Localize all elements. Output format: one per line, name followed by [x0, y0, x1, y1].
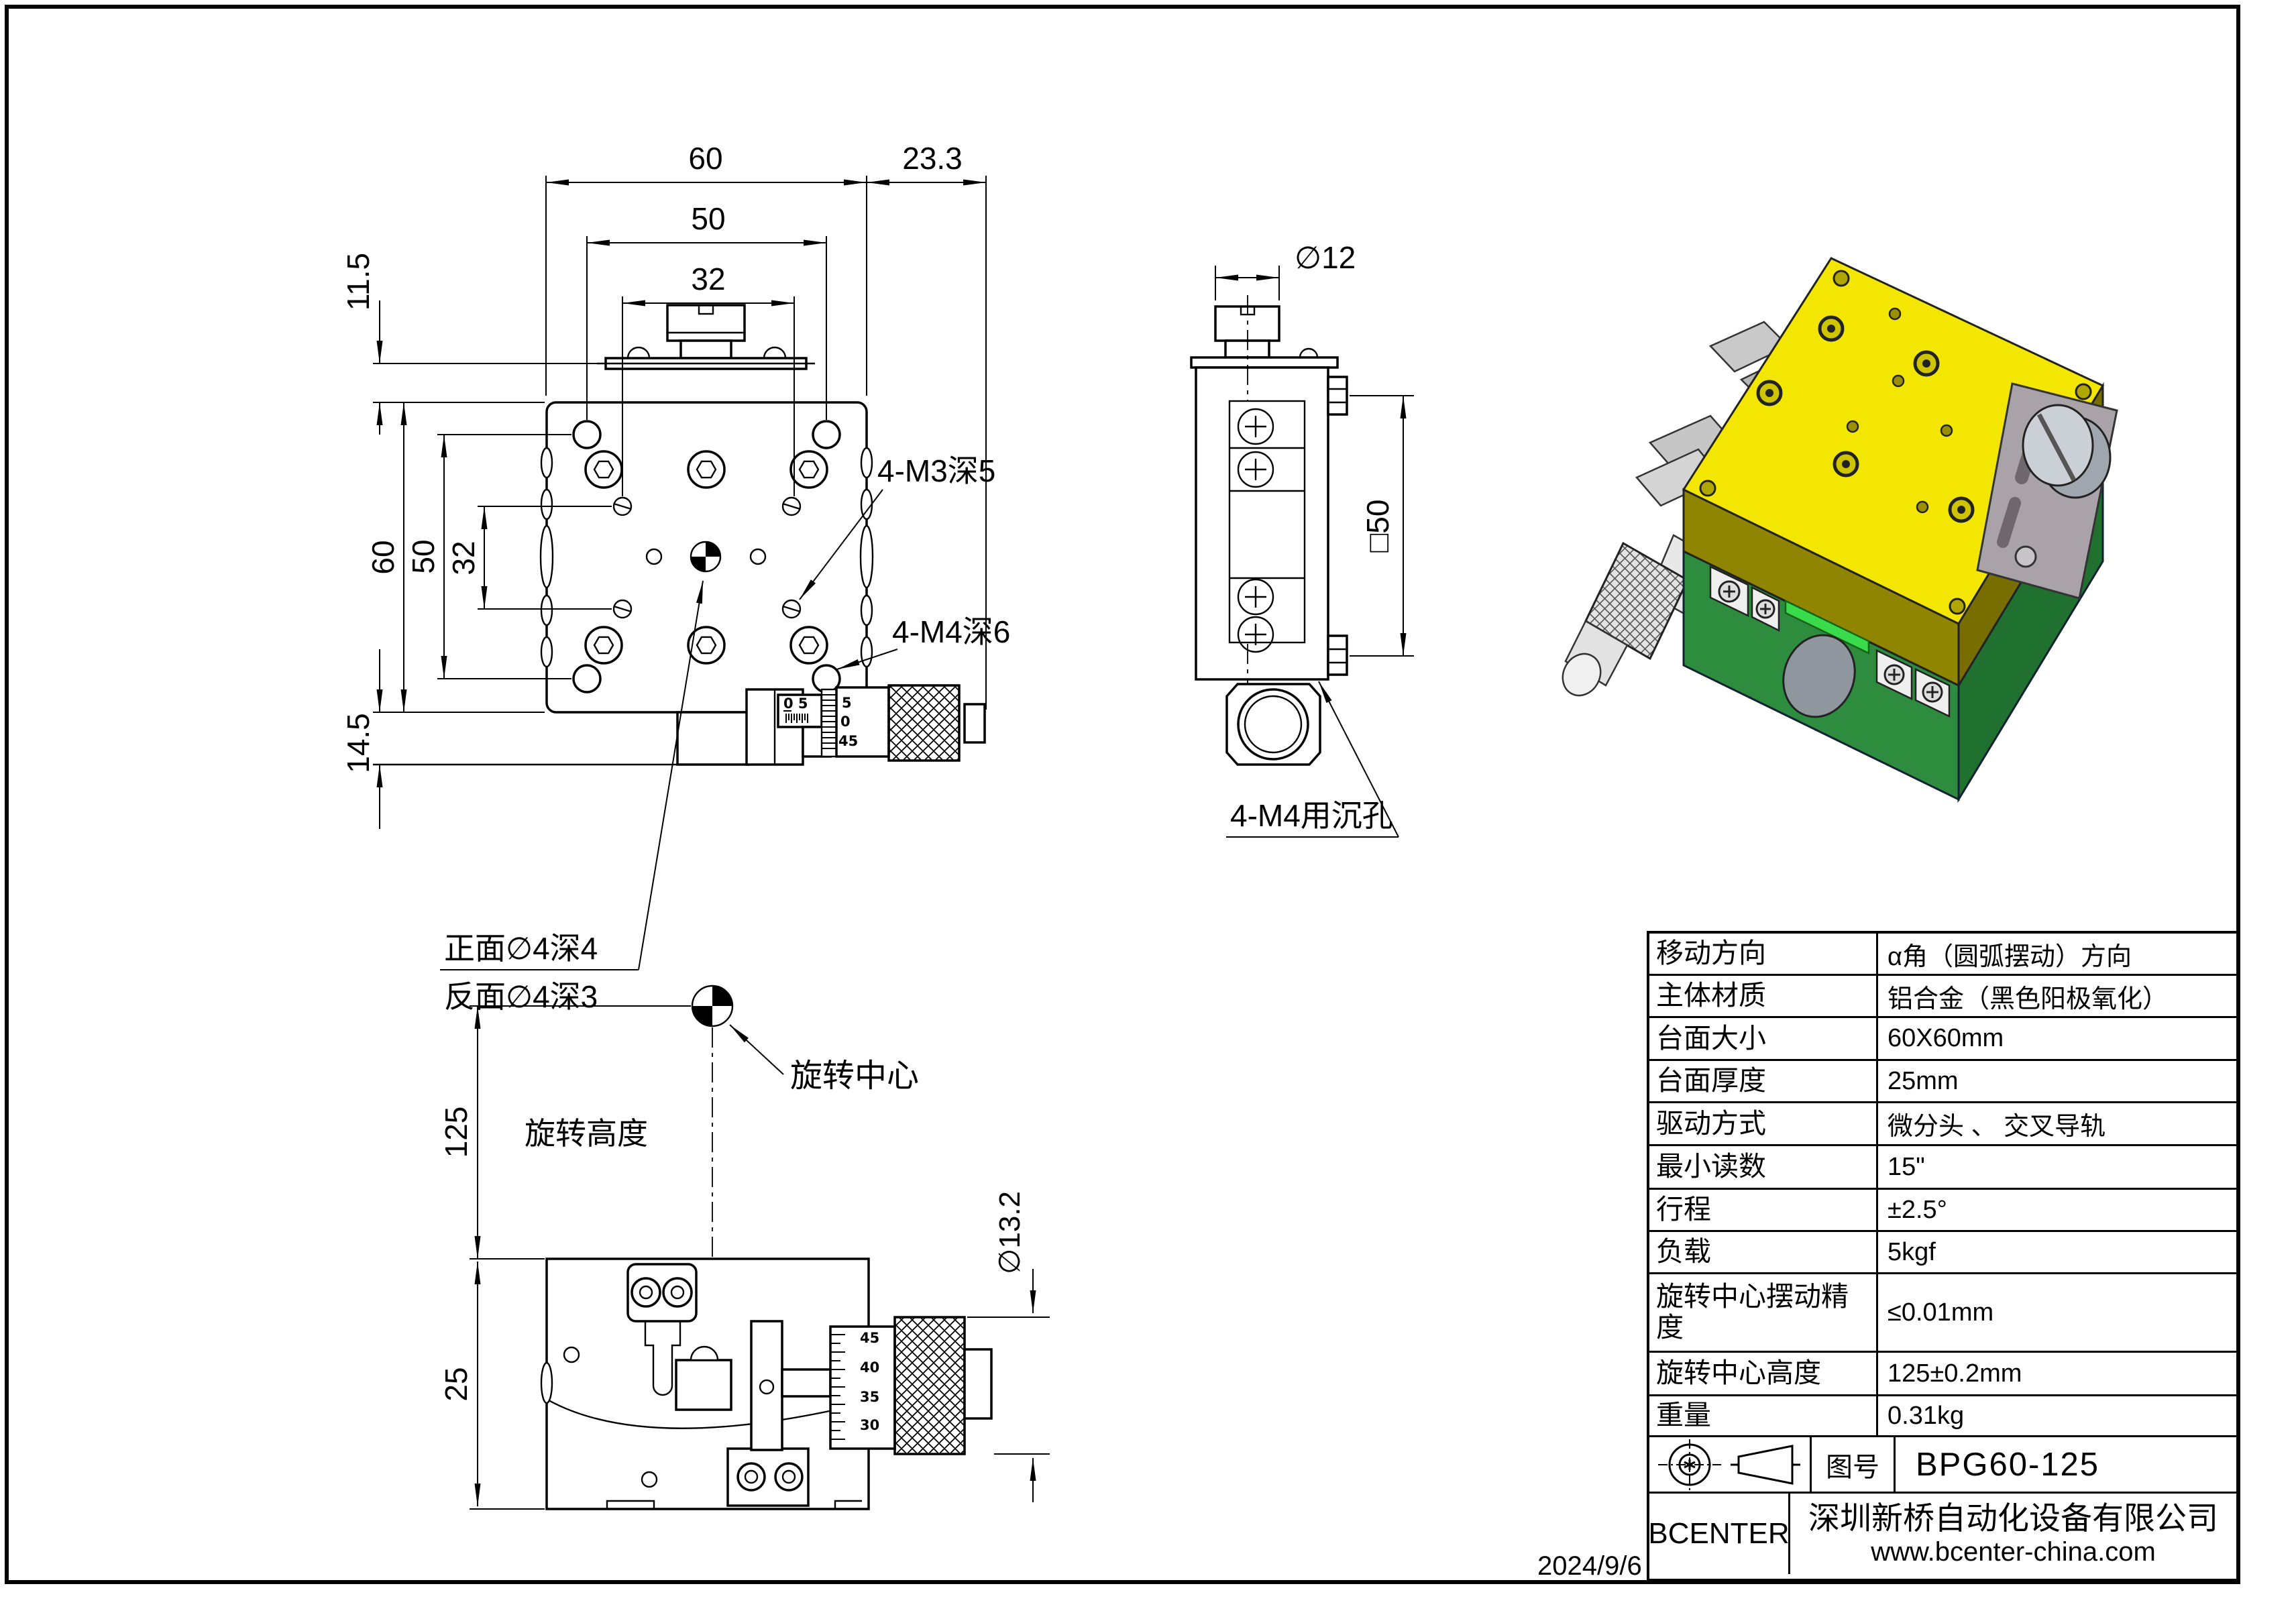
drawing-no-label: 图号: [1812, 1437, 1896, 1492]
spec-row: 最小读数 15": [1649, 1146, 2236, 1190]
company-cell: 深圳新桥自动化设备有限公司 www.bcenter-china.com: [1790, 1494, 2236, 1574]
drum-num-45: 45: [838, 733, 858, 749]
spec-label: 旋转中心摆动精度: [1649, 1274, 1878, 1351]
title-block-row: 图号 BPG60-125: [1649, 1437, 2236, 1494]
spec-value: 铝合金（黑色阳极氧化）: [1888, 985, 2169, 1013]
dim-11-5: 11.5: [341, 253, 376, 311]
spec-table: 移动方向 α角（圆弧摆动）方向 主体材质铝合金（黑色阳极氧化） 台面大小 60X60…: [1647, 931, 2239, 1581]
side-view: [1190, 295, 1348, 766]
spec-label: 行程: [1649, 1190, 1878, 1230]
rotation-height-label: 旋转高度: [525, 1116, 648, 1151]
bdrum-35: 35: [860, 1389, 879, 1405]
bdrum-30: 30: [860, 1417, 879, 1433]
drawing-no: BPG60-125: [1916, 1446, 2100, 1483]
dim-left-50: 50: [406, 539, 441, 573]
spec-row: 行程 ±2.5°: [1649, 1190, 2236, 1232]
front-view-dimensions: 60 23.3 50 32 11.5 60 50 32: [341, 141, 1010, 1014]
drawing-date: 2024/9/6: [1537, 1551, 1642, 1581]
spec-label: 主体材质: [1649, 976, 1878, 1016]
spec-label: 驱动方式: [1649, 1103, 1878, 1144]
dim-14-5: 14.5: [341, 713, 376, 773]
dim-offset-23-3: 23.3: [902, 141, 963, 176]
front-micrometer: 0 5 5 0 45: [676, 684, 986, 766]
rotation-center-label: 旋转中心: [790, 1058, 919, 1094]
spec-label: 最小读数: [1649, 1146, 1878, 1188]
dim-top-32: 32: [691, 262, 725, 296]
render-3d: [1562, 257, 2118, 803]
top-screws-3d: [1699, 270, 2092, 615]
phillips-screws: [1237, 408, 1274, 653]
spec-row: 旋转中心高度 125±0.2mm: [1649, 1353, 2236, 1396]
dim-top-50: 50: [691, 201, 725, 236]
company-website: www.bcenter-china.com: [1871, 1537, 2156, 1567]
rotation-center-mark: [691, 985, 734, 1027]
m3-holes: [612, 496, 802, 619]
dim-13-2: ∅13.2: [993, 1191, 1026, 1274]
note-front-hole: 正面∅4深4: [444, 931, 598, 966]
sleeve-scale-label: 0 5: [783, 695, 808, 712]
brand-name: BCENTER: [1649, 1494, 1790, 1574]
dim-top-60: 60: [688, 141, 722, 176]
bdrum-45: 45: [860, 1330, 879, 1346]
bottom-view: 旋转中心 45 40 35 30: [540, 985, 993, 1510]
spec-value: ≤0.01mm: [1888, 1298, 1994, 1327]
projection-symbol-icon: [1657, 1439, 1800, 1490]
spec-label: 重量: [1649, 1396, 1878, 1435]
spec-value: 15": [1888, 1152, 1925, 1181]
bdrum-40: 40: [860, 1359, 879, 1376]
spec-row: 旋转中心摆动精度 ≤0.01mm: [1649, 1274, 2236, 1353]
company-name: 深圳新桥自动化设备有限公司: [1808, 1500, 2218, 1536]
spec-value: ±2.5°: [1888, 1195, 1947, 1224]
spec-value: α角（圆弧摆动）方向: [1888, 942, 2132, 971]
spec-value: 微分头 、 交叉导轨: [1888, 1113, 2106, 1141]
dim-left-60: 60: [366, 540, 400, 574]
note-4m4: 4-M4深6: [892, 614, 1010, 649]
bottom-micrometer: 45 40 35 30: [675, 1316, 993, 1455]
projection-symbols: [1649, 1437, 1812, 1492]
note-back-hole: 反面∅4深3: [444, 979, 598, 1014]
spec-row: 驱动方式微分头 、 交叉导轨: [1649, 1103, 2236, 1146]
dim-left-32: 32: [446, 541, 481, 575]
note-4m3: 4-M3深5: [877, 453, 995, 488]
spec-label: 移动方向: [1649, 934, 1878, 974]
drum-num-0: 0: [840, 714, 851, 730]
note-counterbore: 4-M4用沉孔: [1230, 798, 1393, 833]
spec-value: 0.31kg: [1888, 1401, 1965, 1430]
spec-value: 125±0.2mm: [1888, 1359, 2022, 1388]
spec-row: 台面大小 60X60mm: [1649, 1018, 2236, 1061]
spec-value: 5kgf: [1888, 1237, 1936, 1266]
dim-25: 25: [439, 1367, 474, 1401]
side-view-dimensions: ∅12 □50 4-M4用沉孔: [1215, 240, 1414, 838]
spec-row: 台面厚度 25mm: [1649, 1061, 2236, 1103]
spec-row: 重量 0.31kg: [1649, 1396, 2236, 1437]
spec-row: 移动方向 α角（圆弧摆动）方向: [1649, 934, 2236, 976]
dim-square-50: □50: [1360, 500, 1395, 553]
spec-row: 负载 5kgf: [1649, 1232, 2236, 1274]
spec-label: 台面大小: [1649, 1018, 1878, 1059]
company-row: BCENTER 深圳新桥自动化设备有限公司 www.bcenter-china.…: [1649, 1494, 2236, 1574]
spec-label: 旋转中心高度: [1649, 1353, 1878, 1394]
spec-value: 25mm: [1888, 1066, 1959, 1095]
dim-125: 125: [439, 1107, 474, 1158]
spec-row: 主体材质铝合金（黑色阳极氧化）: [1649, 976, 2236, 1018]
spec-label: 负载: [1649, 1232, 1878, 1272]
center-mark: [690, 541, 722, 573]
front-view: 0 5 5 0 45: [373, 304, 986, 766]
bottom-view-dimensions: 125 旋转高度 25 ∅13.2: [439, 1005, 1050, 1510]
dim-knob-12: ∅12: [1295, 240, 1356, 275]
spec-label: 台面厚度: [1649, 1061, 1878, 1101]
drum-num-5: 5: [842, 695, 852, 711]
sheet-border: [5, 5, 2240, 1584]
spec-value: 60X60mm: [1888, 1024, 2004, 1052]
